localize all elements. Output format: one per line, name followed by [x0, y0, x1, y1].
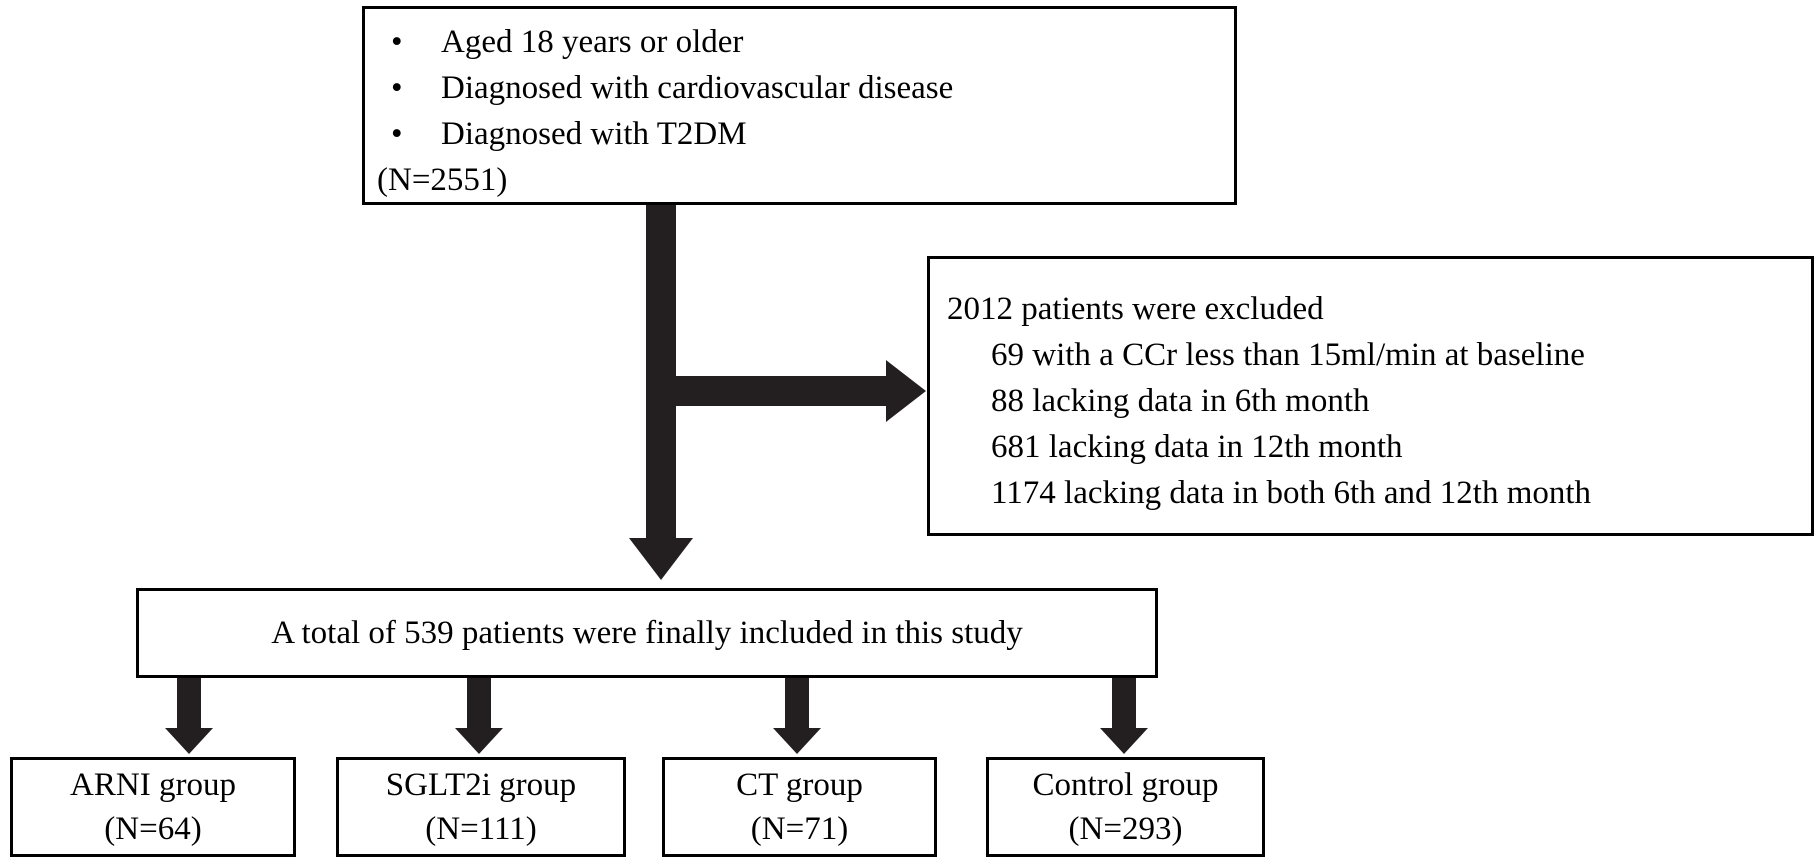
included-total-text: A total of 539 patients were finally inc… — [271, 615, 1023, 651]
group-arrow-head-ct — [773, 728, 821, 754]
criteria-item: •Diagnosed with T2DM — [377, 111, 1234, 157]
criteria-item: •Diagnosed with cardiovascular disease — [377, 65, 1234, 111]
group-arrow-shaft-arni — [177, 678, 201, 728]
group-count: (N=293) — [1068, 811, 1183, 847]
exclusion-reason: 1174 lacking data in both 6th and 12th m… — [991, 475, 1592, 511]
group-count: (N=111) — [425, 811, 537, 847]
exclusion-arrow-head — [886, 360, 926, 422]
group-arrow-shaft-ct — [785, 678, 809, 728]
main-arrow-head — [629, 538, 693, 580]
group-count: (N=71) — [750, 811, 849, 847]
exclusion-arrow-shaft — [676, 376, 886, 406]
group-name: ARNI group — [70, 767, 236, 803]
group-arrow-head-sglt2i — [455, 728, 503, 754]
exclusion-box: 2012 patients were excluded 69 with a CC… — [927, 256, 1814, 536]
group-box-ct: CT group (N=71) — [662, 757, 937, 857]
group-arrow-shaft-sglt2i — [467, 678, 491, 728]
group-name: Control group — [1032, 767, 1219, 803]
inclusion-criteria-box: •Aged 18 years or older •Diagnosed with … — [362, 6, 1237, 205]
group-count: (N=64) — [104, 811, 202, 847]
group-arrow-shaft-control — [1112, 678, 1136, 728]
criteria-count: (N=2551) — [377, 162, 508, 198]
bullet-icon: • — [391, 70, 403, 106]
bullet-icon: • — [391, 24, 403, 60]
group-box-control: Control group (N=293) — [986, 757, 1265, 857]
included-total-box: A total of 539 patients were finally inc… — [136, 588, 1158, 678]
exclusion-title: 2012 patients were excluded — [947, 291, 1324, 327]
exclusion-reason: 88 lacking data in 6th month — [991, 383, 1370, 419]
group-name: SGLT2i group — [385, 767, 577, 803]
exclusion-reason: 681 lacking data in 12th month — [991, 429, 1403, 465]
exclusion-reason: 69 with a CCr less than 15ml/min at base… — [991, 337, 1585, 373]
criteria-item: •Aged 18 years or older — [377, 19, 1234, 65]
criteria-list: •Aged 18 years or older •Diagnosed with … — [377, 19, 1234, 157]
group-name: CT group — [736, 767, 863, 803]
group-arrow-head-arni — [165, 728, 213, 754]
bullet-icon: • — [391, 116, 403, 152]
group-box-arni: ARNI group (N=64) — [10, 757, 296, 857]
group-box-sglt2i: SGLT2i group (N=111) — [336, 757, 626, 857]
main-arrow-shaft — [646, 205, 676, 538]
group-arrow-head-control — [1100, 728, 1148, 754]
